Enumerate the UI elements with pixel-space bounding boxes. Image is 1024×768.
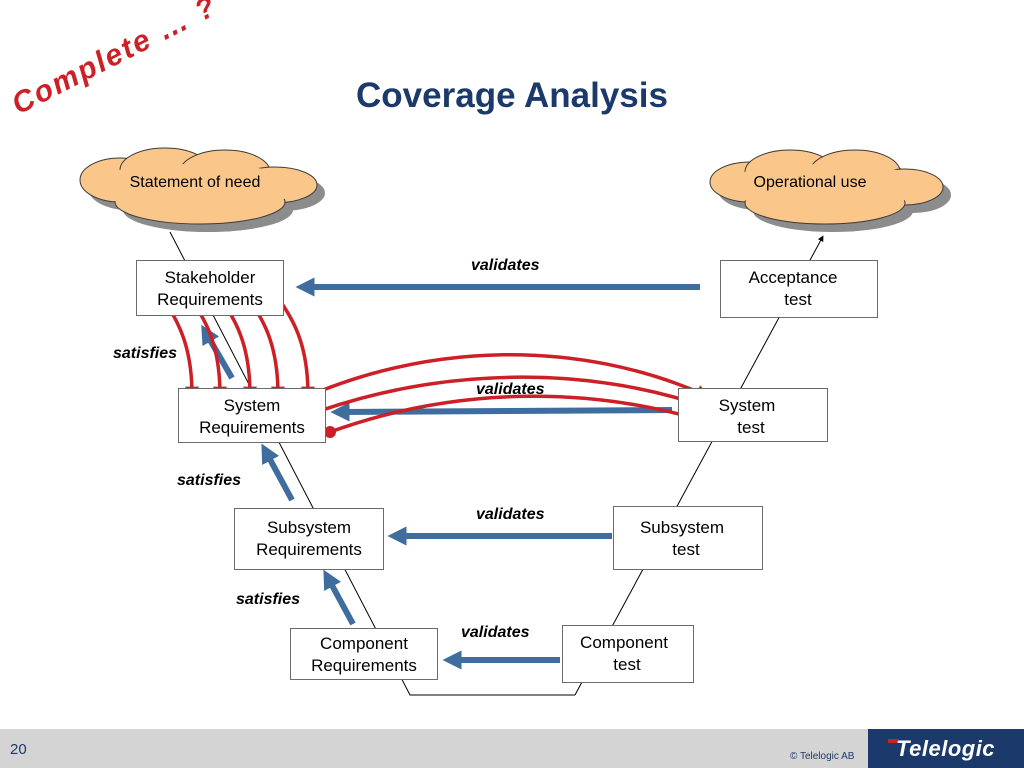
cloud-operational-use bbox=[709, 149, 951, 232]
system-test-box[interactable]: System test bbox=[678, 388, 828, 442]
cloud-statement-of-need bbox=[79, 147, 325, 232]
satisfies-label-component: satisfies bbox=[236, 591, 301, 608]
component-req-line1: Component bbox=[320, 634, 408, 653]
acceptance-line2: test bbox=[784, 290, 812, 309]
satisfies-arrow-component bbox=[323, 569, 356, 626]
stakeholder-line2: Requirements bbox=[157, 290, 263, 309]
system-requirements-box[interactable]: System Requirements bbox=[178, 388, 326, 443]
validates-arrow-system bbox=[330, 402, 673, 422]
component-test-line1: Component bbox=[580, 633, 668, 652]
copyright-text: © Telelogic AB bbox=[790, 751, 855, 762]
page-number: 20 bbox=[10, 741, 27, 758]
satisfies-label-subsystem: satisfies bbox=[177, 472, 242, 489]
validates-label-component: validates bbox=[461, 624, 530, 641]
system-req-line1: System bbox=[223, 396, 281, 415]
validates-label-subsystem: validates bbox=[476, 506, 545, 523]
satisfies-label-system: satisfies bbox=[113, 345, 178, 362]
trace-arrow bbox=[329, 394, 732, 434]
trace-arrow bbox=[299, 375, 721, 420]
subsystem-test-line2: test bbox=[672, 540, 700, 559]
subsystem-requirements-box[interactable]: Subsystem Requirements bbox=[234, 508, 384, 570]
validates-label-acceptance: validates bbox=[471, 257, 540, 274]
system-req-line2: Requirements bbox=[199, 418, 305, 437]
logo-accent-mark bbox=[888, 739, 898, 743]
system-test-line1: System bbox=[718, 396, 776, 415]
v-model-diagram bbox=[79, 147, 951, 696]
trace-arrow bbox=[291, 352, 711, 405]
logo-text: Telelogic bbox=[896, 736, 996, 761]
subsystem-req-line2: Requirements bbox=[256, 540, 362, 559]
satisfies-arrow-subsystem bbox=[261, 443, 295, 502]
subsystem-test-box[interactable]: Subsystem test bbox=[613, 506, 763, 570]
subsystem-req-line1: Subsystem bbox=[266, 518, 352, 537]
system-test-line2: test bbox=[737, 418, 765, 437]
validates-label-system: validates bbox=[476, 381, 545, 398]
component-test-box[interactable]: Component test bbox=[562, 625, 694, 683]
acceptance-test-box[interactable]: Acceptance test bbox=[720, 260, 878, 318]
telelogic-logo: Telelogic bbox=[868, 729, 1024, 768]
component-requirements-box[interactable]: Component Requirements bbox=[290, 628, 438, 680]
slide-title: Coverage Analysis bbox=[356, 76, 668, 115]
trace-arrows-system bbox=[291, 352, 732, 434]
satisfies-arrow-system bbox=[201, 324, 235, 380]
slide-footer: 20 © Telelogic AB Telelogic bbox=[0, 729, 1024, 768]
component-test-line2: test bbox=[613, 655, 641, 674]
operational-use-label: Operational use bbox=[753, 174, 867, 191]
stakeholder-line1: Stakeholder bbox=[164, 268, 256, 287]
subsystem-test-line1: Subsystem bbox=[639, 518, 725, 537]
component-req-line2: Requirements bbox=[311, 656, 417, 675]
statement-of-need-label: Statement of need bbox=[129, 174, 261, 191]
acceptance-line1: Acceptance bbox=[748, 268, 838, 287]
stakeholder-requirements-box[interactable]: Stakeholder Requirements bbox=[136, 260, 284, 316]
